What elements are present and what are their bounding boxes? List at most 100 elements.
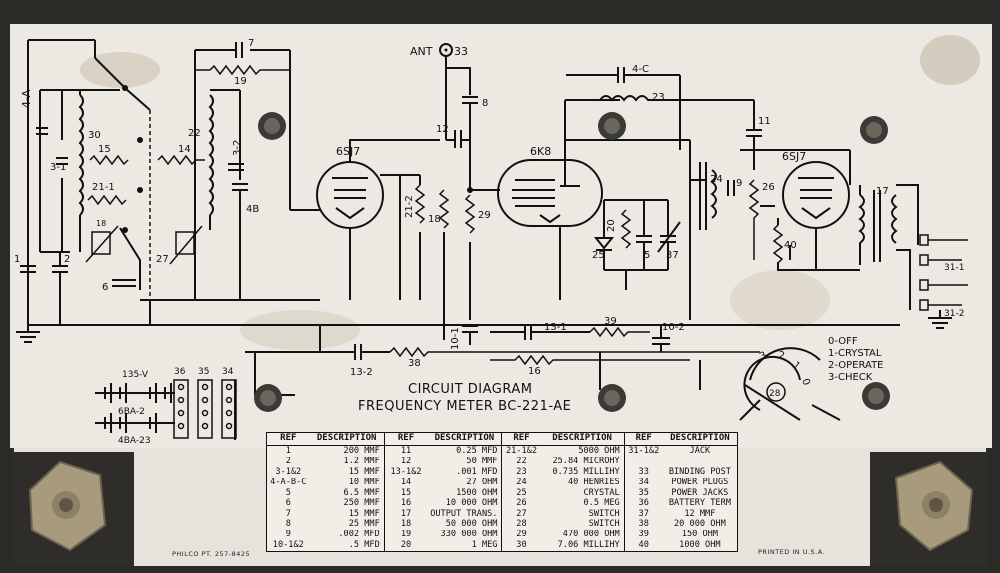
resistor-21-2: 21-2 [404, 184, 426, 224]
table-header-cell: REF [624, 433, 663, 446]
table-cell: 27 [516, 508, 527, 519]
table-cell: 25 MMF [309, 519, 385, 530]
mounting-screw [862, 382, 890, 410]
table-cell: 16 [400, 498, 412, 509]
table-cell: 39 [638, 529, 649, 540]
inductor-30: 30 [78, 94, 101, 216]
svg-text:37: 37 [666, 250, 679, 261]
table-cell: 10-1&2 [272, 540, 304, 550]
diagram-subtitle: FREQUENCY METER BC-221-AE [358, 399, 571, 414]
table-cell: 3-1&2 [275, 467, 302, 477]
table-cell: 1.2 MMF [309, 456, 385, 468]
svg-text:0: 0 [799, 377, 812, 387]
table-cell: 24 [516, 477, 527, 488]
table-cell: 470 000 OHM [540, 529, 625, 541]
table-cell: 38 [638, 519, 649, 529]
svg-text:4BA-23: 4BA-23 [118, 436, 151, 446]
resistor-26: 26 [748, 179, 775, 260]
table-cell: 8 [285, 519, 291, 529]
table-cell: 250 MMF [309, 498, 385, 509]
table-cell: 7.06 MILLIHY [540, 540, 625, 551]
table-cell: 6 [285, 498, 291, 509]
svg-text:24: 24 [710, 174, 723, 185]
table-cell: 34 [638, 477, 649, 488]
svg-text:5: 5 [644, 250, 650, 261]
svg-text:2-OPERATE: 2-OPERATE [828, 360, 884, 371]
table-cell: 50 MMF [427, 456, 503, 468]
svg-text:23: 23 [652, 92, 665, 103]
capacitor-4a: 4-A [20, 89, 48, 135]
table-cell [624, 457, 663, 467]
table-header-cell: REF [384, 433, 428, 446]
table-cell: 15 MMF [309, 508, 385, 520]
power-jack-35: 35 [197, 367, 213, 439]
table-cell: POWER JACKS [671, 488, 729, 498]
table-cell: 0.735 MILLIHY [540, 467, 625, 478]
svg-text:18: 18 [96, 219, 106, 228]
svg-text:6SJ7: 6SJ7 [782, 150, 806, 163]
table-cell: BATTERY TERM [668, 498, 731, 509]
table-cell [663, 457, 737, 467]
capacitor-9: 9 [727, 178, 742, 196]
vacuum-tube-v2: 6K8 [497, 99, 620, 300]
table-cell: 13-1&2 [390, 467, 422, 477]
svg-text:3: 3 [758, 350, 769, 363]
capacitor-10-1: 10-1 [450, 325, 478, 350]
function-switch-28: 28 3 2 1 0 [739, 347, 841, 421]
table-header-row: REF DESCRIPTION REF DESCRIPTION REF DESC… [267, 433, 737, 446]
white-plate [10, 24, 992, 448]
capacitor-7: 7 [235, 38, 254, 58]
table-cell: 25 [516, 488, 527, 498]
capacitor-4b: 4B [232, 115, 259, 300]
table-cell: 22 [516, 456, 527, 467]
svg-text:27: 27 [156, 254, 169, 265]
table-cell: 1 MEG [427, 540, 503, 551]
switch-legend: 0-OFF 1-CRYSTAL 2-OPERATE 3-CHECK [828, 336, 884, 383]
svg-text:6K8: 6K8 [530, 145, 551, 158]
svg-text:7: 7 [248, 38, 254, 49]
capacitor-3-1: 3-1 [50, 157, 68, 173]
ground-symbol-left [16, 325, 40, 343]
resistor-19: 19 [195, 64, 290, 87]
table-cell: 200 MMF [309, 445, 385, 457]
svg-text:19: 19 [234, 76, 247, 87]
mounting-screw [598, 112, 626, 140]
table-cell: 21-1&2 [505, 445, 537, 456]
footer-part-number: PHILCO PT. 257-8425 [172, 550, 251, 558]
table-cell: 10 MMF [309, 477, 385, 488]
capacitor-1: 1 [14, 250, 36, 300]
table-cell: SWITCH [540, 519, 625, 530]
svg-text:16: 16 [528, 366, 541, 377]
svg-text:1-CRYSTAL: 1-CRYSTAL [828, 348, 882, 359]
table-cell: 26 [516, 498, 527, 509]
diagram-title: CIRCUIT DIAGRAM [408, 382, 533, 397]
table-header-cell: DESCRIPTION [427, 433, 503, 446]
brass-terminal-left [14, 452, 134, 566]
svg-text:4-C: 4-C [632, 64, 649, 75]
mounting-screw [258, 112, 286, 140]
svg-text:30: 30 [88, 130, 101, 141]
inductor-23: 23 [599, 92, 680, 103]
svg-text:9: 9 [736, 178, 742, 189]
table-cell: 1000 OHM [679, 540, 721, 550]
svg-text:ANT: ANT [410, 45, 433, 58]
capacitor-13-1: 13-1 [490, 322, 590, 340]
table-cell: 11 [400, 445, 412, 456]
svg-text:31-2: 31-2 [944, 309, 964, 319]
svg-text:28: 28 [769, 389, 781, 399]
resistor-21-1: 21-1 [87, 182, 127, 206]
table-cell: 12 [400, 456, 412, 467]
resistor-20: 20 [606, 209, 632, 249]
table-cell: .002 MFD [309, 529, 385, 541]
table-cell: 4-A-B-C [270, 477, 307, 488]
svg-text:34: 34 [222, 367, 234, 377]
table-cell: 12 MMF [684, 508, 716, 519]
table-cell: 25.84 MICROHY [540, 456, 625, 468]
table-header-cell: DESCRIPTION [662, 433, 737, 446]
ground-symbol-right [928, 310, 952, 329]
resistor-14: 14 [157, 144, 205, 166]
svg-text:4B: 4B [246, 204, 259, 215]
resistor-16: 16 [490, 354, 690, 377]
